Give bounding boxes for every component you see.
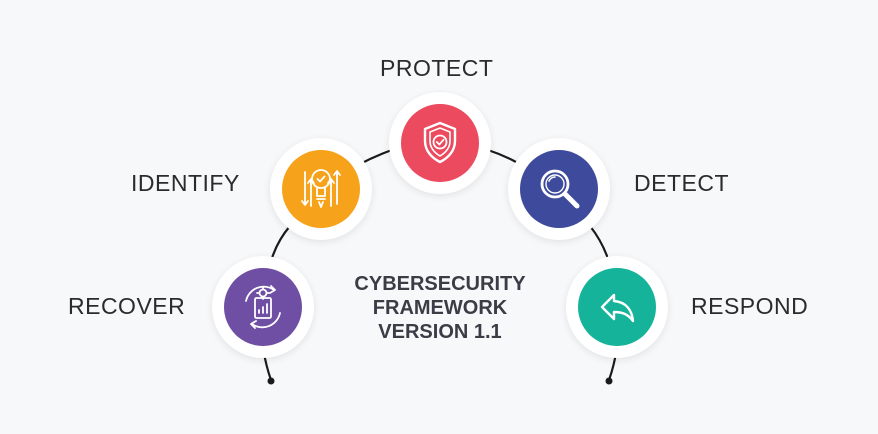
respond-label: RESPOND [691,293,809,319]
protect-disc [401,104,479,182]
framework-title-line: VERSION 1.1 [378,321,502,343]
protect-node [389,92,491,194]
detect-node [508,138,610,240]
framework-title-line: FRAMEWORK [372,297,508,319]
detect-label: DETECT [634,170,729,196]
recover-node [212,256,314,358]
identify-label: IDENTIFY [131,170,240,196]
connector-detect-respond [588,224,609,258]
identify-disc [282,150,360,228]
framework-title-line: CYBERSECURITY [354,273,526,295]
identify-node [270,138,372,240]
document-cycle-icon [245,285,281,329]
respond-node [566,256,668,358]
shield-check-icon [423,121,457,164]
detect-disc [520,150,598,228]
recover-disc [224,268,302,346]
protect-label: PROTECT [380,55,494,81]
magnifier-icon [540,169,580,209]
connector-dot-right [605,377,613,385]
connector-dot-left [267,377,275,385]
respond-disc [578,268,656,346]
connector-protect-detect [486,148,518,164]
connector-recover-identify [270,224,292,260]
lightbulb-arrows-icon [301,169,341,208]
framework-title: CYBERSECURITY FRAMEWORK VERSION 1.1 [330,272,550,344]
recover-label: RECOVER [68,293,186,319]
reply-arrow-icon [600,293,635,323]
